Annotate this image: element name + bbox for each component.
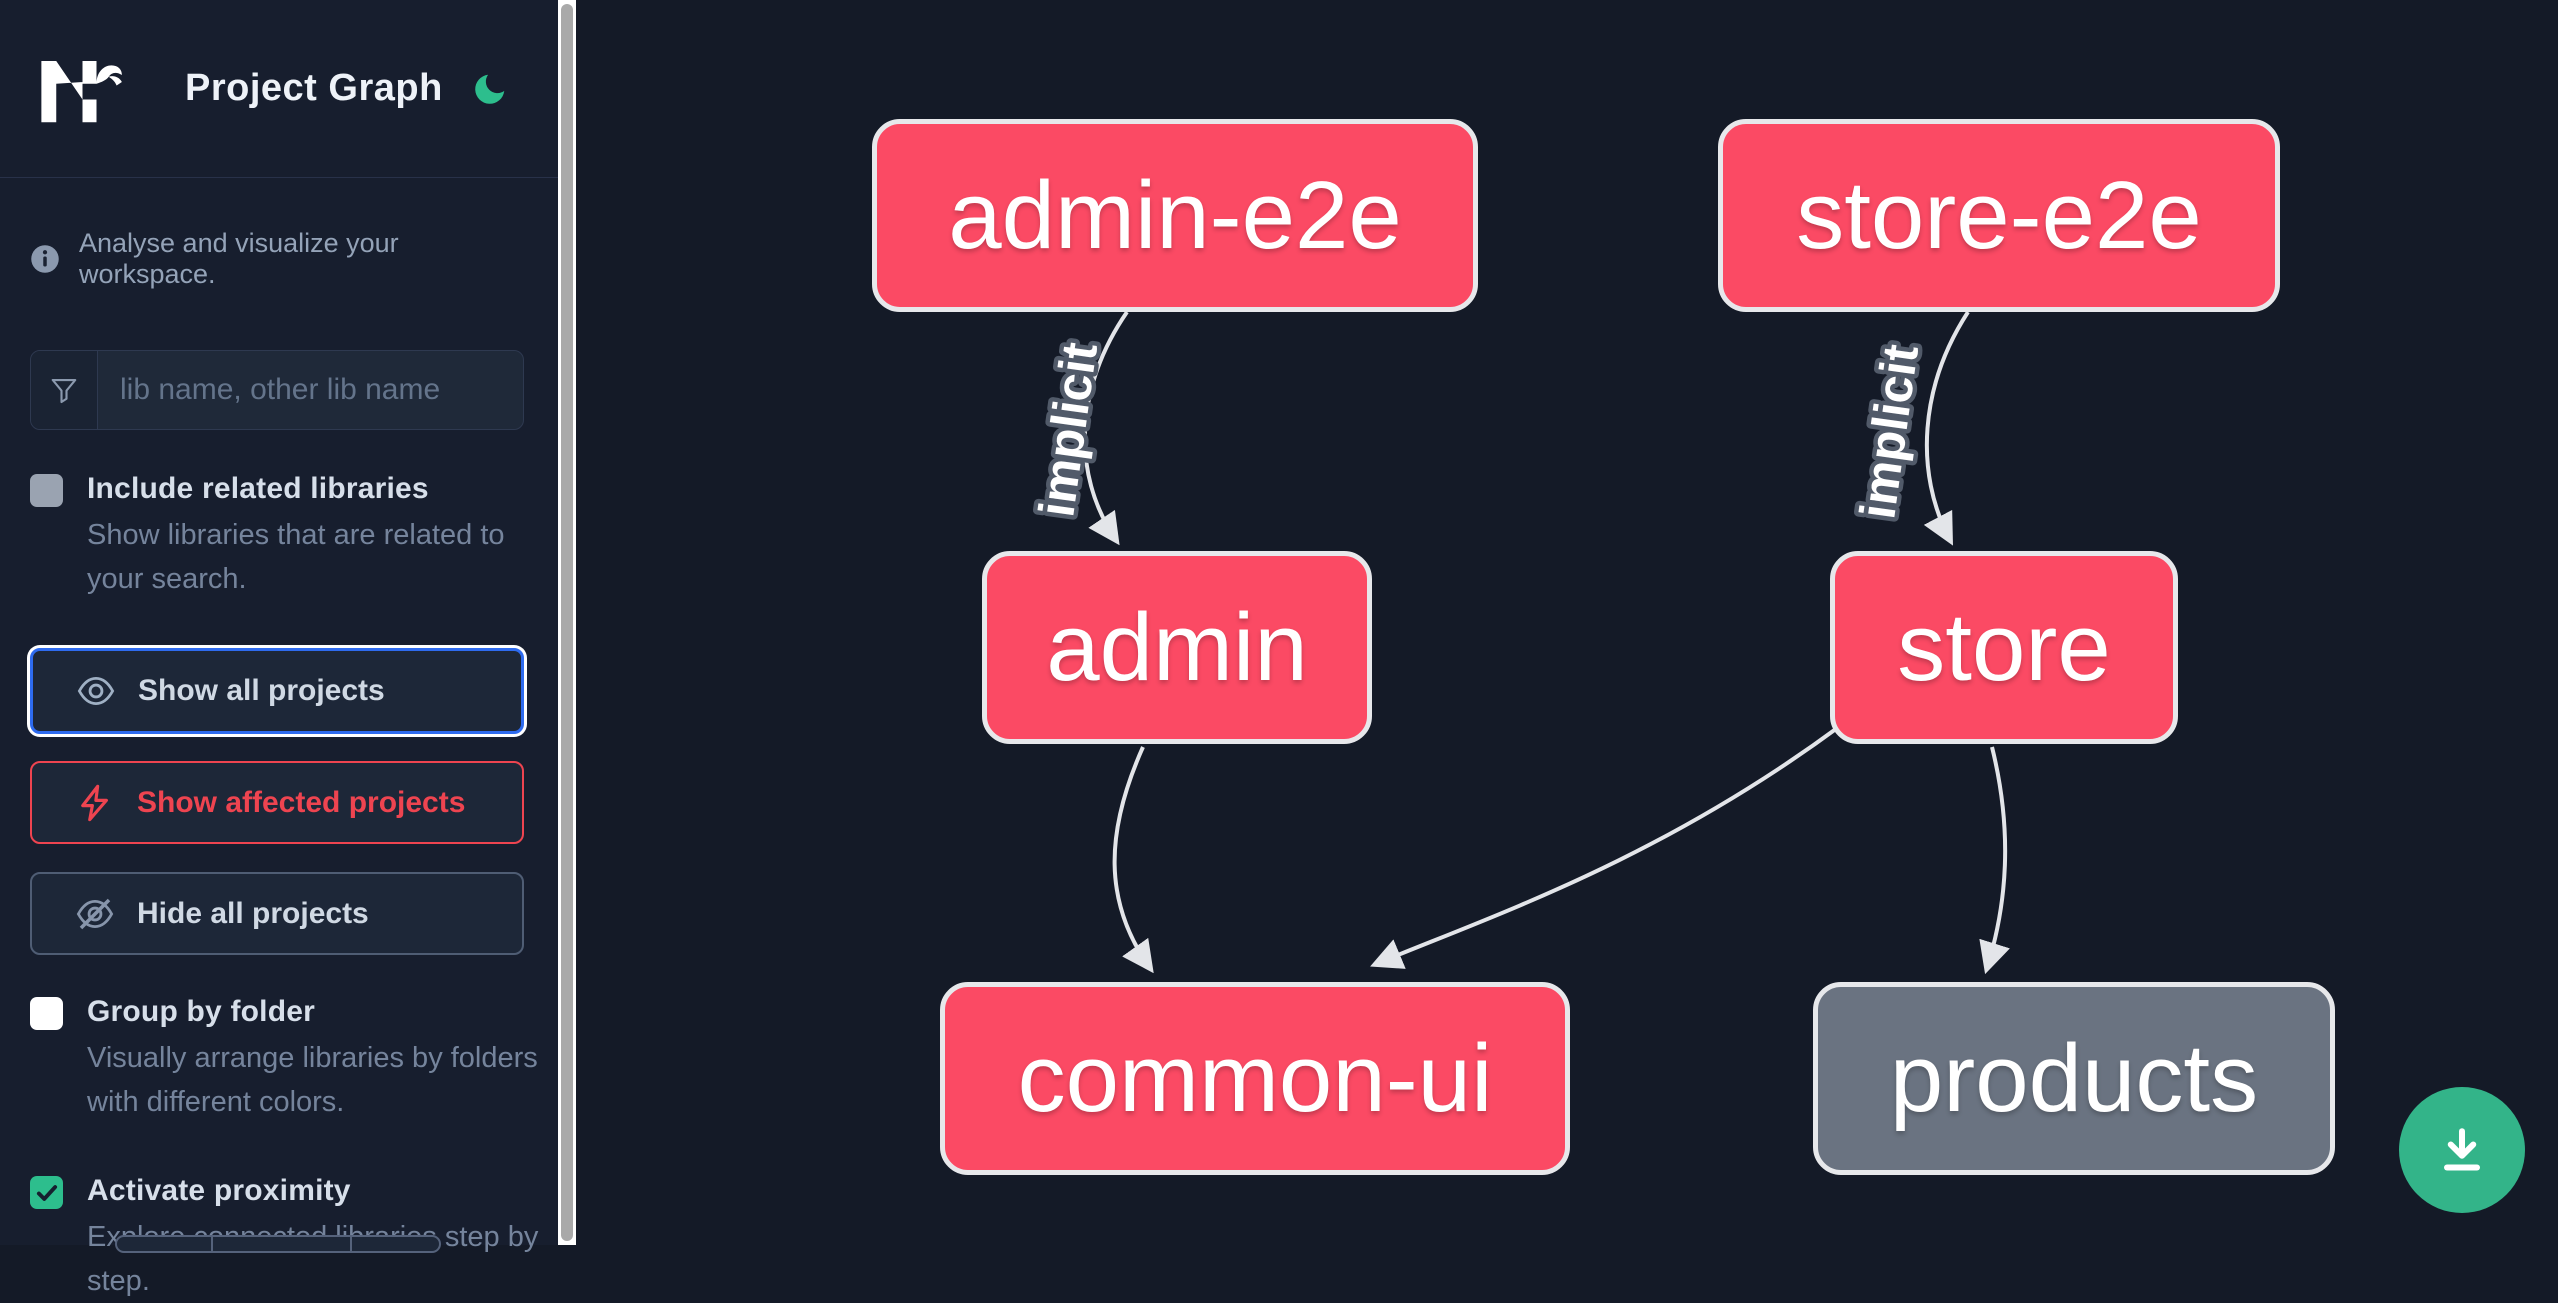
theme-toggle-button[interactable] xyxy=(470,69,510,109)
download-image-button[interactable] xyxy=(2399,1087,2525,1213)
group-by-folder-label: Group by folder xyxy=(87,995,315,1028)
hide-all-projects-button[interactable]: Hide all projects xyxy=(30,872,524,955)
hide-all-projects-label: Hide all projects xyxy=(137,896,369,930)
activate-proximity-label: Activate proximity xyxy=(87,1174,351,1207)
sidebar-scrollbar-thumb[interactable] xyxy=(561,4,573,1241)
page-title: Project Graph xyxy=(185,67,443,109)
graph-node-common-ui[interactable]: common-ui xyxy=(940,982,1570,1175)
download-icon xyxy=(2432,1120,2492,1180)
include-related-label: Include related libraries xyxy=(87,472,429,505)
sidebar-header: Project Graph xyxy=(0,0,558,178)
show-all-projects-button[interactable]: Show all projects xyxy=(30,648,524,734)
graph-node-admin-e2e[interactable]: admin-e2e xyxy=(872,119,1478,312)
show-all-projects-label: Show all projects xyxy=(138,674,385,707)
graph-node-store[interactable]: store xyxy=(1830,551,2178,744)
proximity-decrement-button[interactable] xyxy=(117,1237,211,1251)
sidebar: Project Graph Analyse and visualize your… xyxy=(0,0,558,1297)
group-by-folder-row: Group by folder Visually arrange librari… xyxy=(30,995,538,1124)
intro-text: Analyse and visualize your workspace. xyxy=(79,228,399,289)
moon-icon xyxy=(471,70,509,108)
group-by-folder-description: Visually arrange libraries by folders wi… xyxy=(87,1042,538,1118)
show-affected-projects-label: Show affected projects xyxy=(137,785,466,819)
group-by-folder-checkbox[interactable] xyxy=(30,997,63,1030)
graph-node-products[interactable]: products xyxy=(1813,982,2335,1175)
graph-node-admin[interactable]: admin xyxy=(982,551,1372,744)
check-icon xyxy=(34,1180,60,1206)
proximity-value xyxy=(211,1237,352,1251)
bolt-icon xyxy=(74,782,116,824)
include-related-checkbox[interactable] xyxy=(30,474,63,507)
sidebar-scrollbar-track xyxy=(558,0,576,1245)
proximity-stepper xyxy=(115,1235,441,1253)
workspace-intro: Analyse and visualize your workspace. xyxy=(30,228,528,290)
project-filter-box xyxy=(30,350,524,430)
proximity-increment-button[interactable] xyxy=(352,1237,439,1251)
include-related-description: Show libraries that are related to your … xyxy=(87,519,505,595)
eye-icon xyxy=(75,670,117,712)
include-related-row: Include related libraries Show libraries… xyxy=(30,472,528,601)
activate-proximity-description: Explore connected libraries step by step… xyxy=(87,1221,539,1297)
filter-icon xyxy=(31,351,98,429)
nx-logo xyxy=(30,54,128,124)
show-affected-projects-button[interactable]: Show affected projects xyxy=(30,761,524,844)
eye-off-icon xyxy=(74,893,116,935)
graph-node-store-e2e[interactable]: store-e2e xyxy=(1718,119,2280,312)
search-input[interactable] xyxy=(98,351,523,429)
info-icon xyxy=(30,244,60,274)
activate-proximity-checkbox[interactable] xyxy=(30,1176,63,1209)
